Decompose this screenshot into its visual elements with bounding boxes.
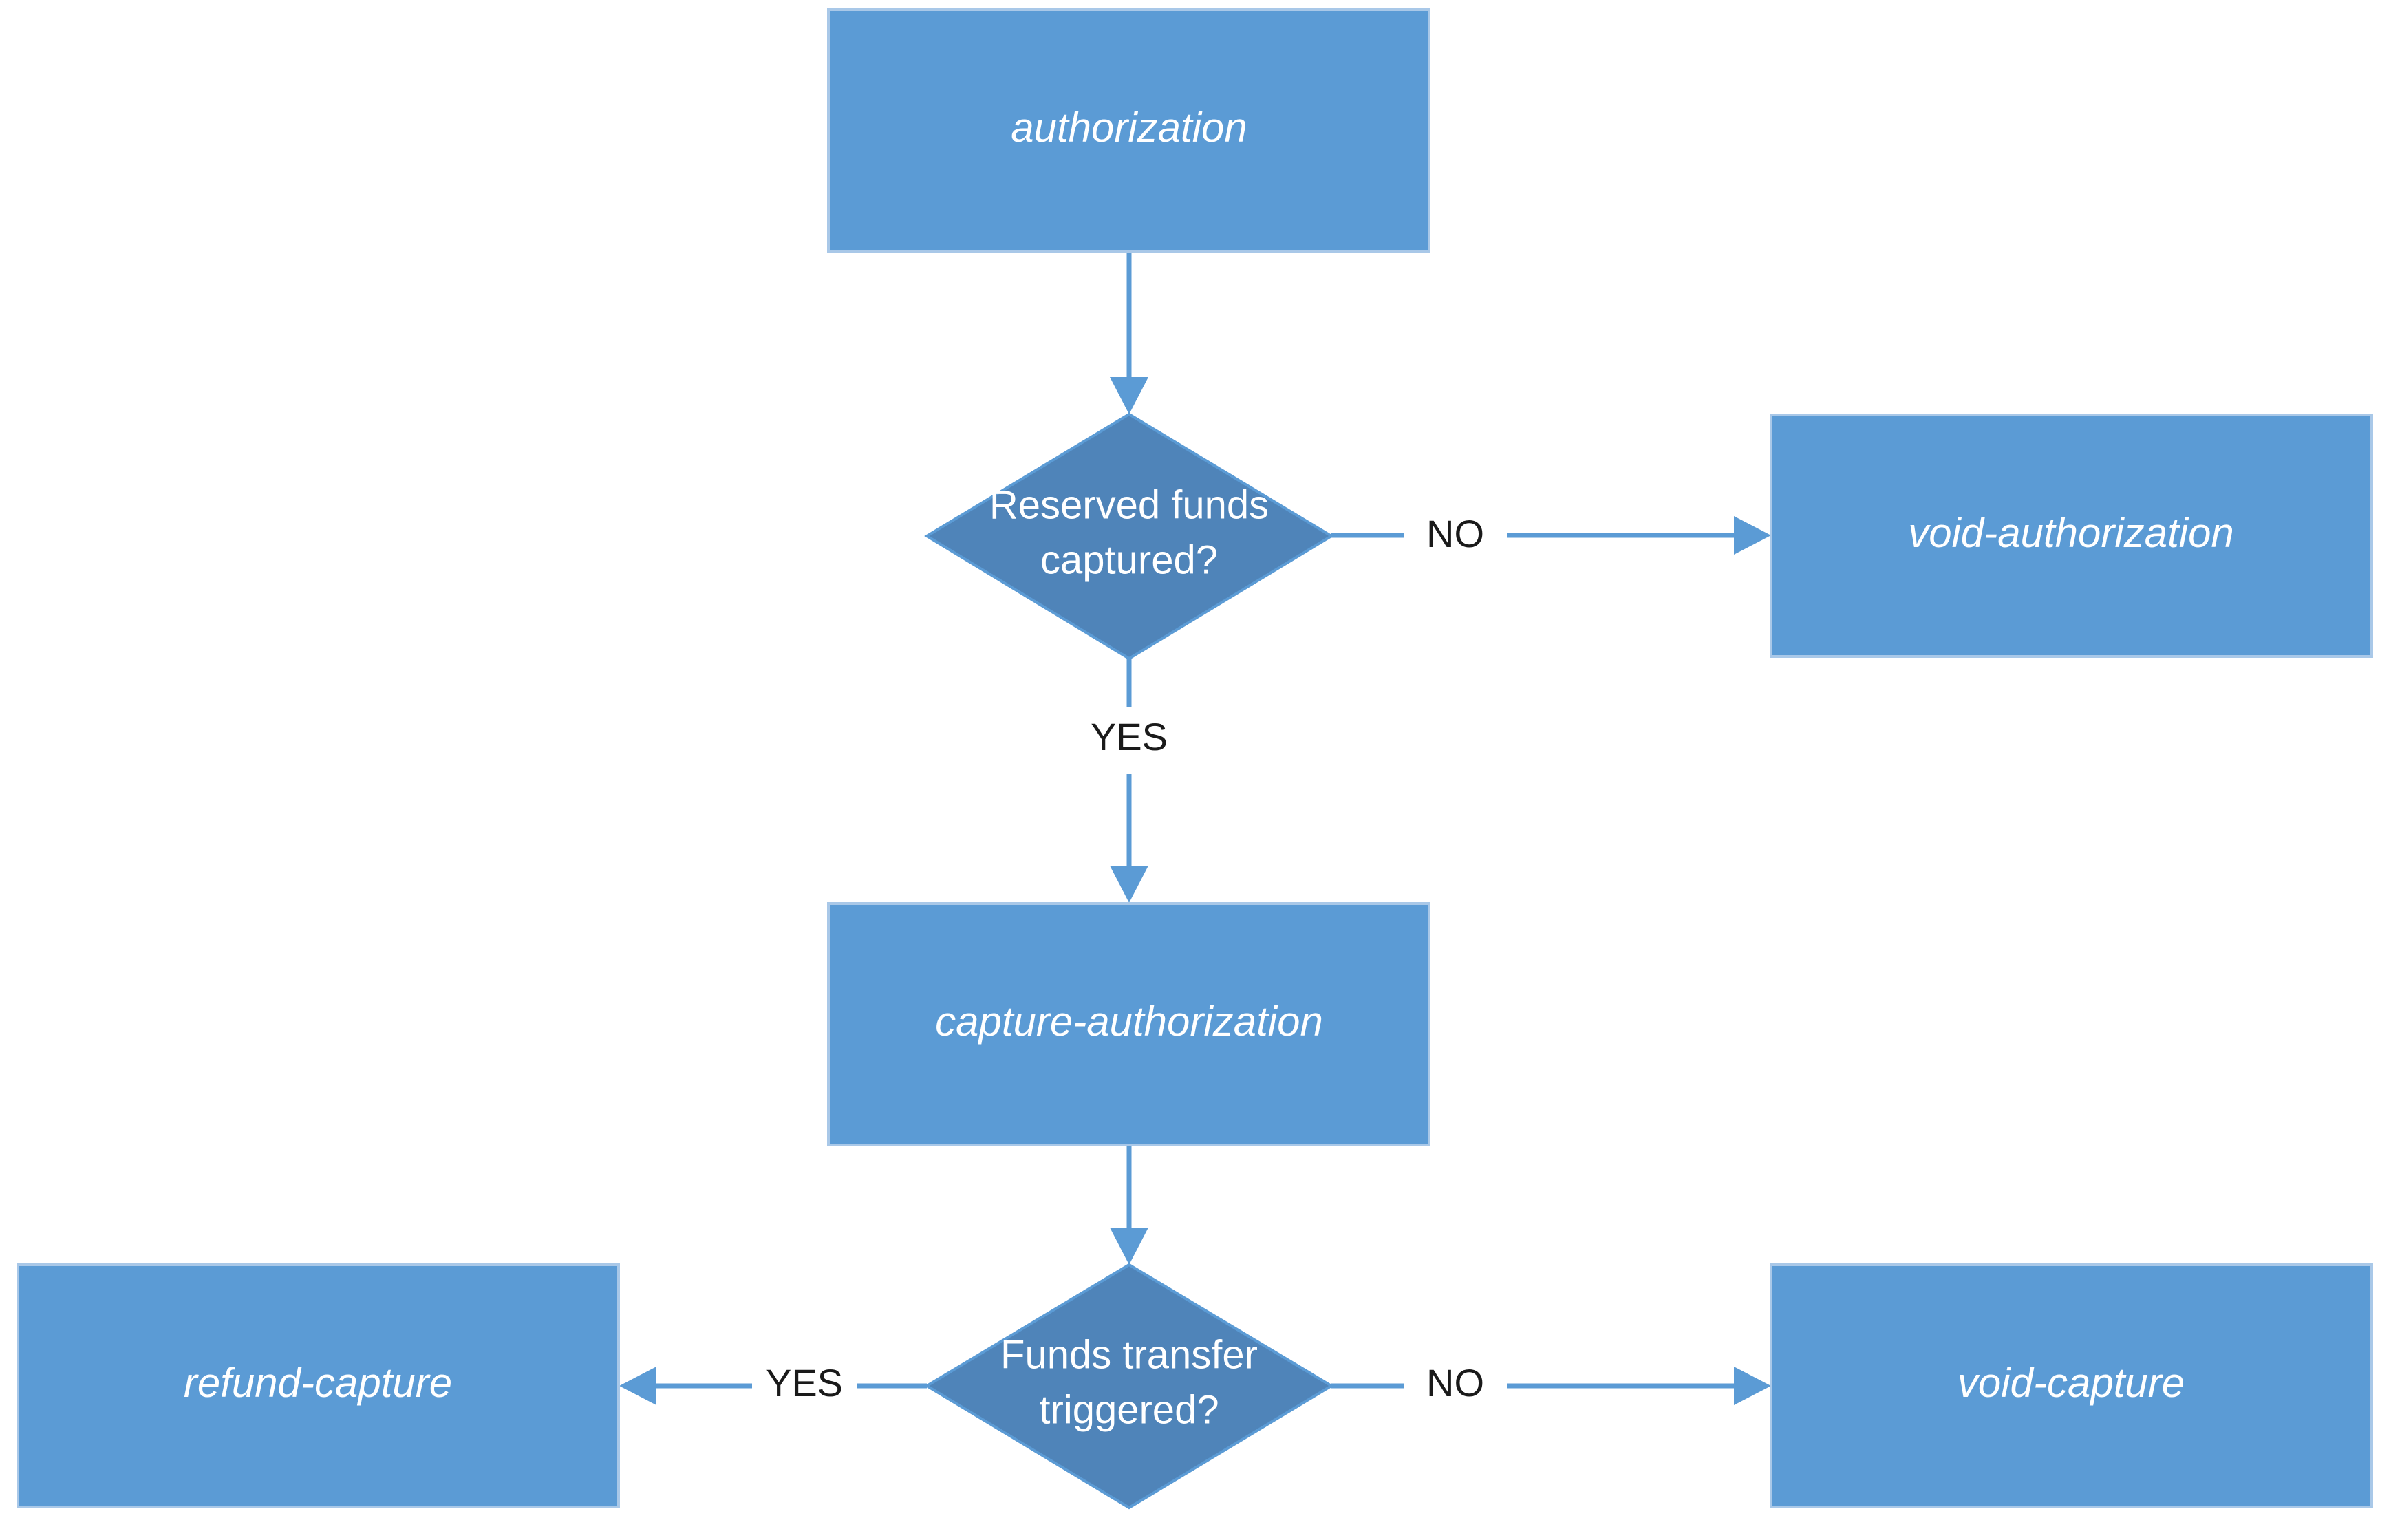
decision-funds-transfer-triggered: Funds transfer triggered?	[924, 1263, 1334, 1510]
node-refund-capture: refund-capture	[17, 1263, 620, 1508]
edge-funds-transfer-no	[1331, 1367, 1771, 1405]
edge-reserved-funds-yes	[1110, 659, 1148, 903]
node-authorization-label: authorization	[1011, 105, 1247, 151]
node-capture-authorization-label: capture-authorization	[935, 998, 1323, 1045]
edge-funds-transfer-yes	[619, 1367, 927, 1405]
node-capture-authorization: capture-authorization	[827, 902, 1430, 1146]
node-refund-capture-label: refund-capture	[184, 1360, 452, 1406]
decision-funds-transfer-line2: triggered?	[1039, 1387, 1219, 1432]
node-authorization: authorization	[827, 8, 1430, 253]
node-void-capture: void-capture	[1770, 1263, 2373, 1508]
edge-reserved-funds-no	[1331, 516, 1771, 555]
node-void-authorization: void-authorization	[1770, 414, 2373, 658]
decision-reserved-funds-line2: captured?	[1040, 537, 1218, 582]
edge-label-reserved-yes: YES	[1091, 715, 1168, 758]
edge-label-transfer-no: NO	[1426, 1361, 1484, 1404]
decision-funds-transfer-line1: Funds transfer	[1000, 1332, 1258, 1377]
decision-reserved-funds-line1: Reserved funds	[989, 482, 1269, 527]
edge-capture-to-funds-transfer	[1110, 1146, 1148, 1265]
edge-authorization-to-reserved-funds	[1110, 251, 1148, 414]
decision-reserved-funds-captured: Reserved funds captured?	[924, 412, 1334, 661]
node-void-capture-label: void-capture	[1958, 1360, 2185, 1406]
edge-label-reserved-no: NO	[1426, 512, 1484, 555]
node-void-authorization-label: void-authorization	[1908, 510, 2234, 556]
edge-label-transfer-yes: YES	[766, 1361, 843, 1404]
